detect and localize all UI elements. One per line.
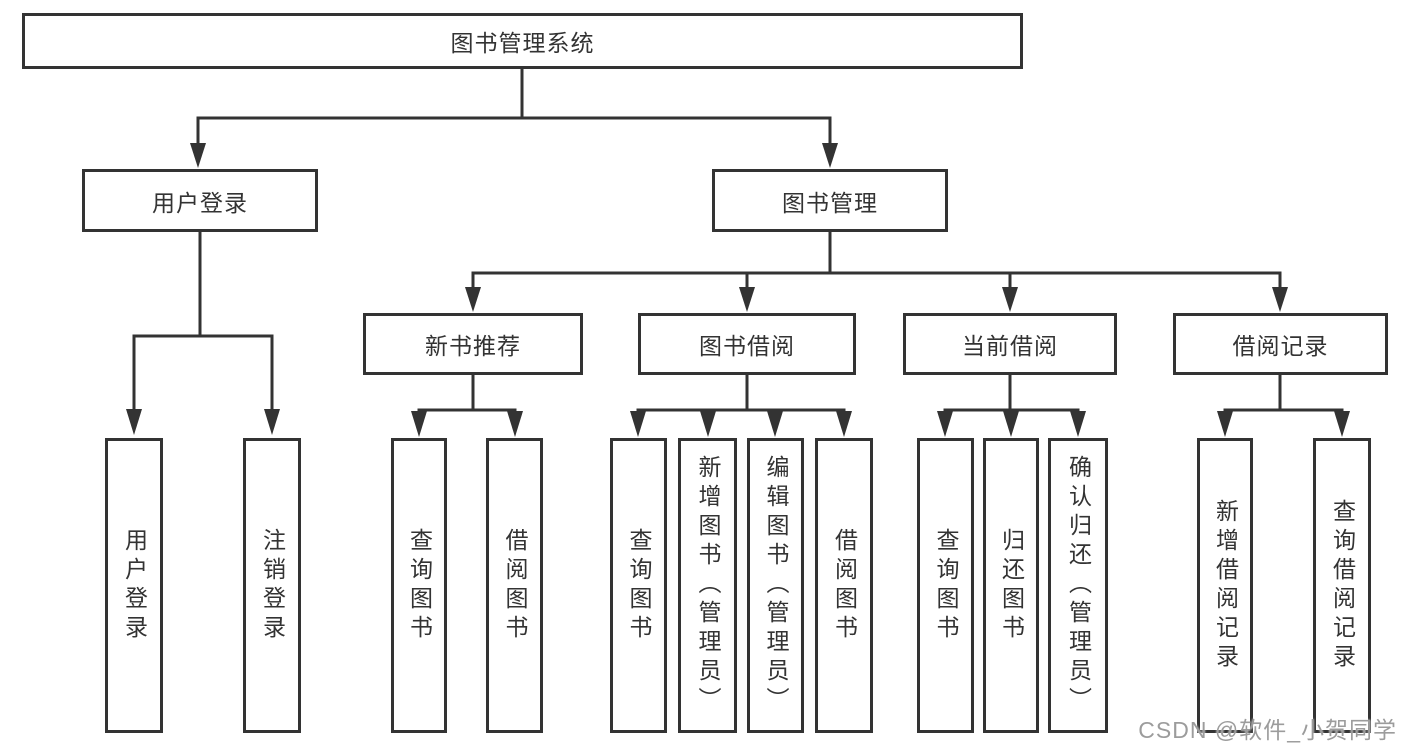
connector-book-borrow-subtree [630, 374, 852, 437]
watermark-text: CSDN @软件_小贺同学 [1138, 717, 1397, 743]
leaf-query-borrow-record: 查询借阅记录 [1313, 438, 1371, 733]
node-label: 新书推荐 [425, 333, 521, 359]
arrowhead-icon [822, 143, 838, 168]
node-label: 借阅图书 [502, 527, 528, 644]
arrowhead-icon [1070, 411, 1086, 437]
arrowhead-icon [507, 411, 523, 437]
arrowhead-icon [465, 287, 481, 312]
node-label: 借阅记录 [1232, 333, 1329, 359]
node-label: 查询图书 [406, 527, 433, 644]
node-label: 新增借阅记录 [1212, 498, 1239, 673]
node-label: 当前借阅 [962, 333, 1058, 359]
connector-new-book-recommend-subtree [411, 374, 523, 437]
leaf-add-books-admin: 新增图书（管理员） [678, 438, 737, 733]
arrowhead-icon [937, 411, 953, 437]
arrowhead-icon [190, 143, 206, 168]
node-book-borrow: 图书借阅 [638, 313, 856, 375]
node-label: 编辑图书（管理员） [763, 455, 789, 716]
node-label: 查询图书 [626, 527, 652, 644]
connector-root-to-level2 [190, 67, 838, 168]
connector-user-login-subtree [126, 231, 280, 435]
arrowhead-icon [1217, 411, 1233, 437]
node-label: 用户登录 [121, 527, 148, 644]
node-borrow-record: 借阅记录 [1173, 313, 1388, 375]
node-current-borrow: 当前借阅 [903, 313, 1117, 375]
node-label: 借阅图书 [831, 527, 858, 644]
leaf-borrow-books-recommend: 借阅图书 [486, 438, 543, 733]
leaf-borrow-books: 借阅图书 [815, 438, 873, 733]
leaf-logout: 注销登录 [243, 438, 301, 733]
leaf-user-login: 用户登录 [105, 438, 163, 733]
node-label: 注销登录 [259, 527, 286, 644]
leaf-confirm-return-admin: 确认归还（管理员） [1048, 438, 1108, 733]
connector-book-management-to-level3 [465, 231, 1288, 312]
node-label: 图书管理 [782, 189, 878, 216]
leaf-query-books-recommend: 查询图书 [391, 438, 447, 733]
node-label: 查询图书 [933, 527, 959, 644]
arrowhead-icon [411, 411, 427, 437]
arrowhead-icon [264, 409, 280, 435]
node-new-book-recommend: 新书推荐 [363, 313, 583, 375]
arrowhead-icon [630, 411, 646, 437]
node-label: 确认归还（管理员） [1065, 455, 1092, 716]
arrowhead-icon [126, 409, 142, 435]
arrowhead-icon [700, 411, 716, 437]
arrowhead-icon [767, 411, 783, 437]
node-label: 图书借阅 [699, 333, 795, 359]
node-user-login: 用户登录 [82, 169, 318, 232]
node-book-management: 图书管理 [712, 169, 948, 232]
arrowhead-icon [1002, 287, 1018, 312]
arrowhead-icon [1003, 411, 1019, 437]
arrowhead-icon [1272, 287, 1288, 312]
node-label: 查询借阅记录 [1329, 498, 1356, 673]
leaf-return-books: 归还图书 [983, 438, 1039, 733]
node-label: 新增图书（管理员） [695, 455, 721, 716]
arrowhead-icon [739, 287, 755, 312]
connector-current-borrow-subtree [937, 374, 1086, 437]
node-label: 用户登录 [152, 189, 248, 216]
leaf-add-borrow-record: 新增借阅记录 [1197, 438, 1253, 733]
leaf-edit-books-admin: 编辑图书（管理员） [747, 438, 804, 733]
leaf-query-books-current: 查询图书 [917, 438, 974, 733]
arrowhead-icon [1334, 411, 1350, 437]
node-root-library-system: 图书管理系统 [22, 13, 1023, 69]
leaf-query-books-borrow: 查询图书 [610, 438, 667, 733]
node-label: 归还图书 [998, 527, 1025, 644]
node-label: 图书管理系统 [450, 30, 595, 56]
arrowhead-icon [836, 411, 852, 437]
connector-borrow-record-subtree [1217, 374, 1350, 437]
